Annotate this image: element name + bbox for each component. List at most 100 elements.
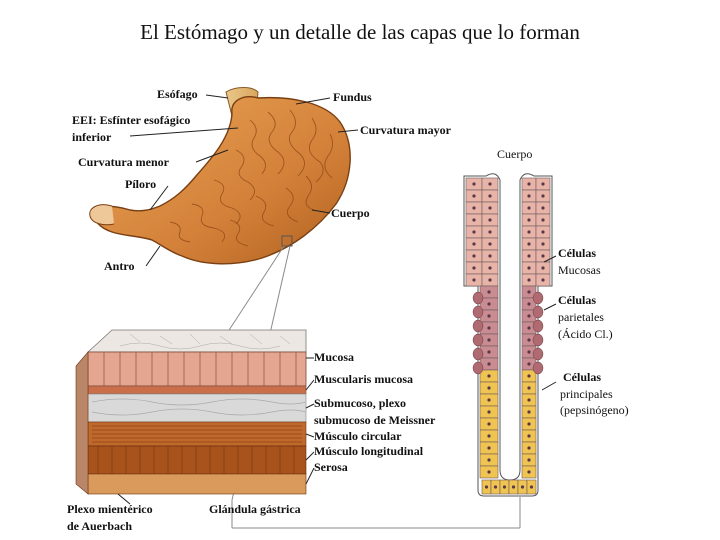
gland-cell-nucleus bbox=[487, 422, 490, 425]
gland-cell-nucleus bbox=[472, 266, 475, 269]
parietal-cell bbox=[533, 306, 543, 318]
gland-cell-nucleus bbox=[487, 326, 490, 329]
label-glandula: Glándula gástrica bbox=[209, 503, 301, 516]
gland-cell-nucleus bbox=[521, 485, 524, 488]
gland-cell-nucleus bbox=[541, 182, 544, 185]
gland-cell-nucleus bbox=[527, 194, 530, 197]
label-plexo-line2: de Auerbach bbox=[67, 520, 132, 533]
gland-cell-nucleus bbox=[487, 350, 490, 353]
gland-cell-nucleus bbox=[527, 302, 530, 305]
gland-cell-nucleus bbox=[527, 470, 530, 473]
label-cuerpo-stomach: Cuerpo bbox=[331, 207, 370, 220]
gland-cell-nucleus bbox=[527, 218, 530, 221]
gland-cell-nucleus bbox=[487, 290, 490, 293]
label-curvatura-menor: Curvatura menor bbox=[78, 156, 169, 169]
label-musculo-circular: Músculo circular bbox=[314, 430, 401, 443]
gland-cell-nucleus bbox=[527, 230, 530, 233]
gland-cell-nucleus bbox=[527, 242, 530, 245]
gland-cell-nucleus bbox=[487, 362, 490, 365]
gland-cell-nucleus bbox=[472, 218, 475, 221]
gland-cell-nucleus bbox=[530, 485, 533, 488]
gland-cell-nucleus bbox=[527, 326, 530, 329]
gastric-gland bbox=[464, 174, 552, 496]
gland-cell-nucleus bbox=[541, 206, 544, 209]
label-eei: EEI: Esfínter esofágico bbox=[72, 114, 190, 127]
parietal-cell bbox=[533, 292, 543, 304]
gland-cell-nucleus bbox=[488, 266, 491, 269]
label-esofago: Esófago bbox=[157, 88, 198, 101]
gland-cell-nucleus bbox=[527, 314, 530, 317]
gland-cell-nucleus bbox=[488, 254, 491, 257]
gland-cell-nucleus bbox=[487, 314, 490, 317]
gland-cell-nucleus bbox=[541, 218, 544, 221]
label-serosa: Serosa bbox=[314, 461, 348, 474]
label-celulas-parietales-line2: parietales bbox=[558, 311, 604, 324]
gland-cell-nucleus bbox=[488, 218, 491, 221]
gland-cell-nucleus bbox=[488, 182, 491, 185]
label-celulas-principales-line2: principales bbox=[560, 388, 613, 401]
gland-cell-nucleus bbox=[485, 485, 488, 488]
gland-cell-nucleus bbox=[487, 434, 490, 437]
gland-cell-nucleus bbox=[487, 338, 490, 341]
gland-cell-nucleus bbox=[527, 386, 530, 389]
tissue-block bbox=[76, 330, 306, 494]
gland-cell-nucleus bbox=[527, 182, 530, 185]
parietal-cell bbox=[533, 362, 543, 374]
parietal-cell bbox=[473, 306, 483, 318]
parietal-cell bbox=[473, 348, 483, 360]
gland-cell-nucleus bbox=[472, 194, 475, 197]
label-celulas-principales-line3: (pepsinógeno) bbox=[560, 404, 629, 417]
gland-cell-nucleus bbox=[527, 398, 530, 401]
gland-cell-nucleus bbox=[472, 242, 475, 245]
gland-cell-nucleus bbox=[541, 266, 544, 269]
label-eei-line2: inferior bbox=[72, 131, 111, 144]
gland-cell-nucleus bbox=[541, 254, 544, 257]
gland-cell-nucleus bbox=[527, 290, 530, 293]
gland-cell-nucleus bbox=[488, 278, 491, 281]
gland-cell-nucleus bbox=[487, 398, 490, 401]
gland-cell-nucleus bbox=[487, 386, 490, 389]
gland-cell-nucleus bbox=[503, 485, 506, 488]
parietal-cell bbox=[473, 362, 483, 374]
gland-cell-nucleus bbox=[487, 302, 490, 305]
parietal-cell bbox=[473, 320, 483, 332]
parietal-cell bbox=[533, 334, 543, 346]
label-antro: Antro bbox=[104, 260, 134, 273]
label-muscularis: Muscularis mucosa bbox=[314, 373, 413, 386]
label-celulas-parietales: Células bbox=[558, 294, 596, 307]
label-musculo-longitudinal: Músculo longitudinal bbox=[314, 445, 423, 458]
gland-cell-nucleus bbox=[527, 278, 530, 281]
gland-cell-nucleus bbox=[488, 242, 491, 245]
label-mucosa: Mucosa bbox=[314, 351, 354, 364]
gland-cell-nucleus bbox=[487, 458, 490, 461]
label-celulas-mucosas-line2: Mucosas bbox=[558, 264, 601, 277]
parietal-cell bbox=[533, 348, 543, 360]
label-submucoso: Submucoso, plexo bbox=[314, 397, 406, 410]
gland-cell-nucleus bbox=[527, 434, 530, 437]
gland-cell-nucleus bbox=[472, 182, 475, 185]
gland-cell-nucleus bbox=[541, 278, 544, 281]
gland-cell-nucleus bbox=[488, 206, 491, 209]
gland-cell-nucleus bbox=[494, 485, 497, 488]
gland-cell-nucleus bbox=[527, 422, 530, 425]
gland-cell-nucleus bbox=[527, 266, 530, 269]
gland-cell-nucleus bbox=[541, 194, 544, 197]
gland-cell-nucleus bbox=[488, 194, 491, 197]
gland-cell-nucleus bbox=[472, 230, 475, 233]
gland-cell-nucleus bbox=[527, 458, 530, 461]
gland-cell-nucleus bbox=[487, 446, 490, 449]
gland-cell-nucleus bbox=[527, 350, 530, 353]
gland-cell-nucleus bbox=[487, 374, 490, 377]
gland-cell-nucleus bbox=[488, 230, 491, 233]
label-piloro: Píloro bbox=[125, 178, 156, 191]
label-celulas-parietales-line3: (Ácido Cl.) bbox=[558, 328, 613, 341]
gland-cell-nucleus bbox=[472, 206, 475, 209]
parietal-cell bbox=[533, 320, 543, 332]
gland-cell-nucleus bbox=[527, 206, 530, 209]
label-curvatura-mayor: Curvatura mayor bbox=[360, 124, 451, 137]
gland-cell-nucleus bbox=[527, 362, 530, 365]
gland-cell-nucleus bbox=[527, 446, 530, 449]
gland-cell-nucleus bbox=[527, 374, 530, 377]
gland-cell-nucleus bbox=[541, 242, 544, 245]
gland-cell-nucleus bbox=[487, 410, 490, 413]
